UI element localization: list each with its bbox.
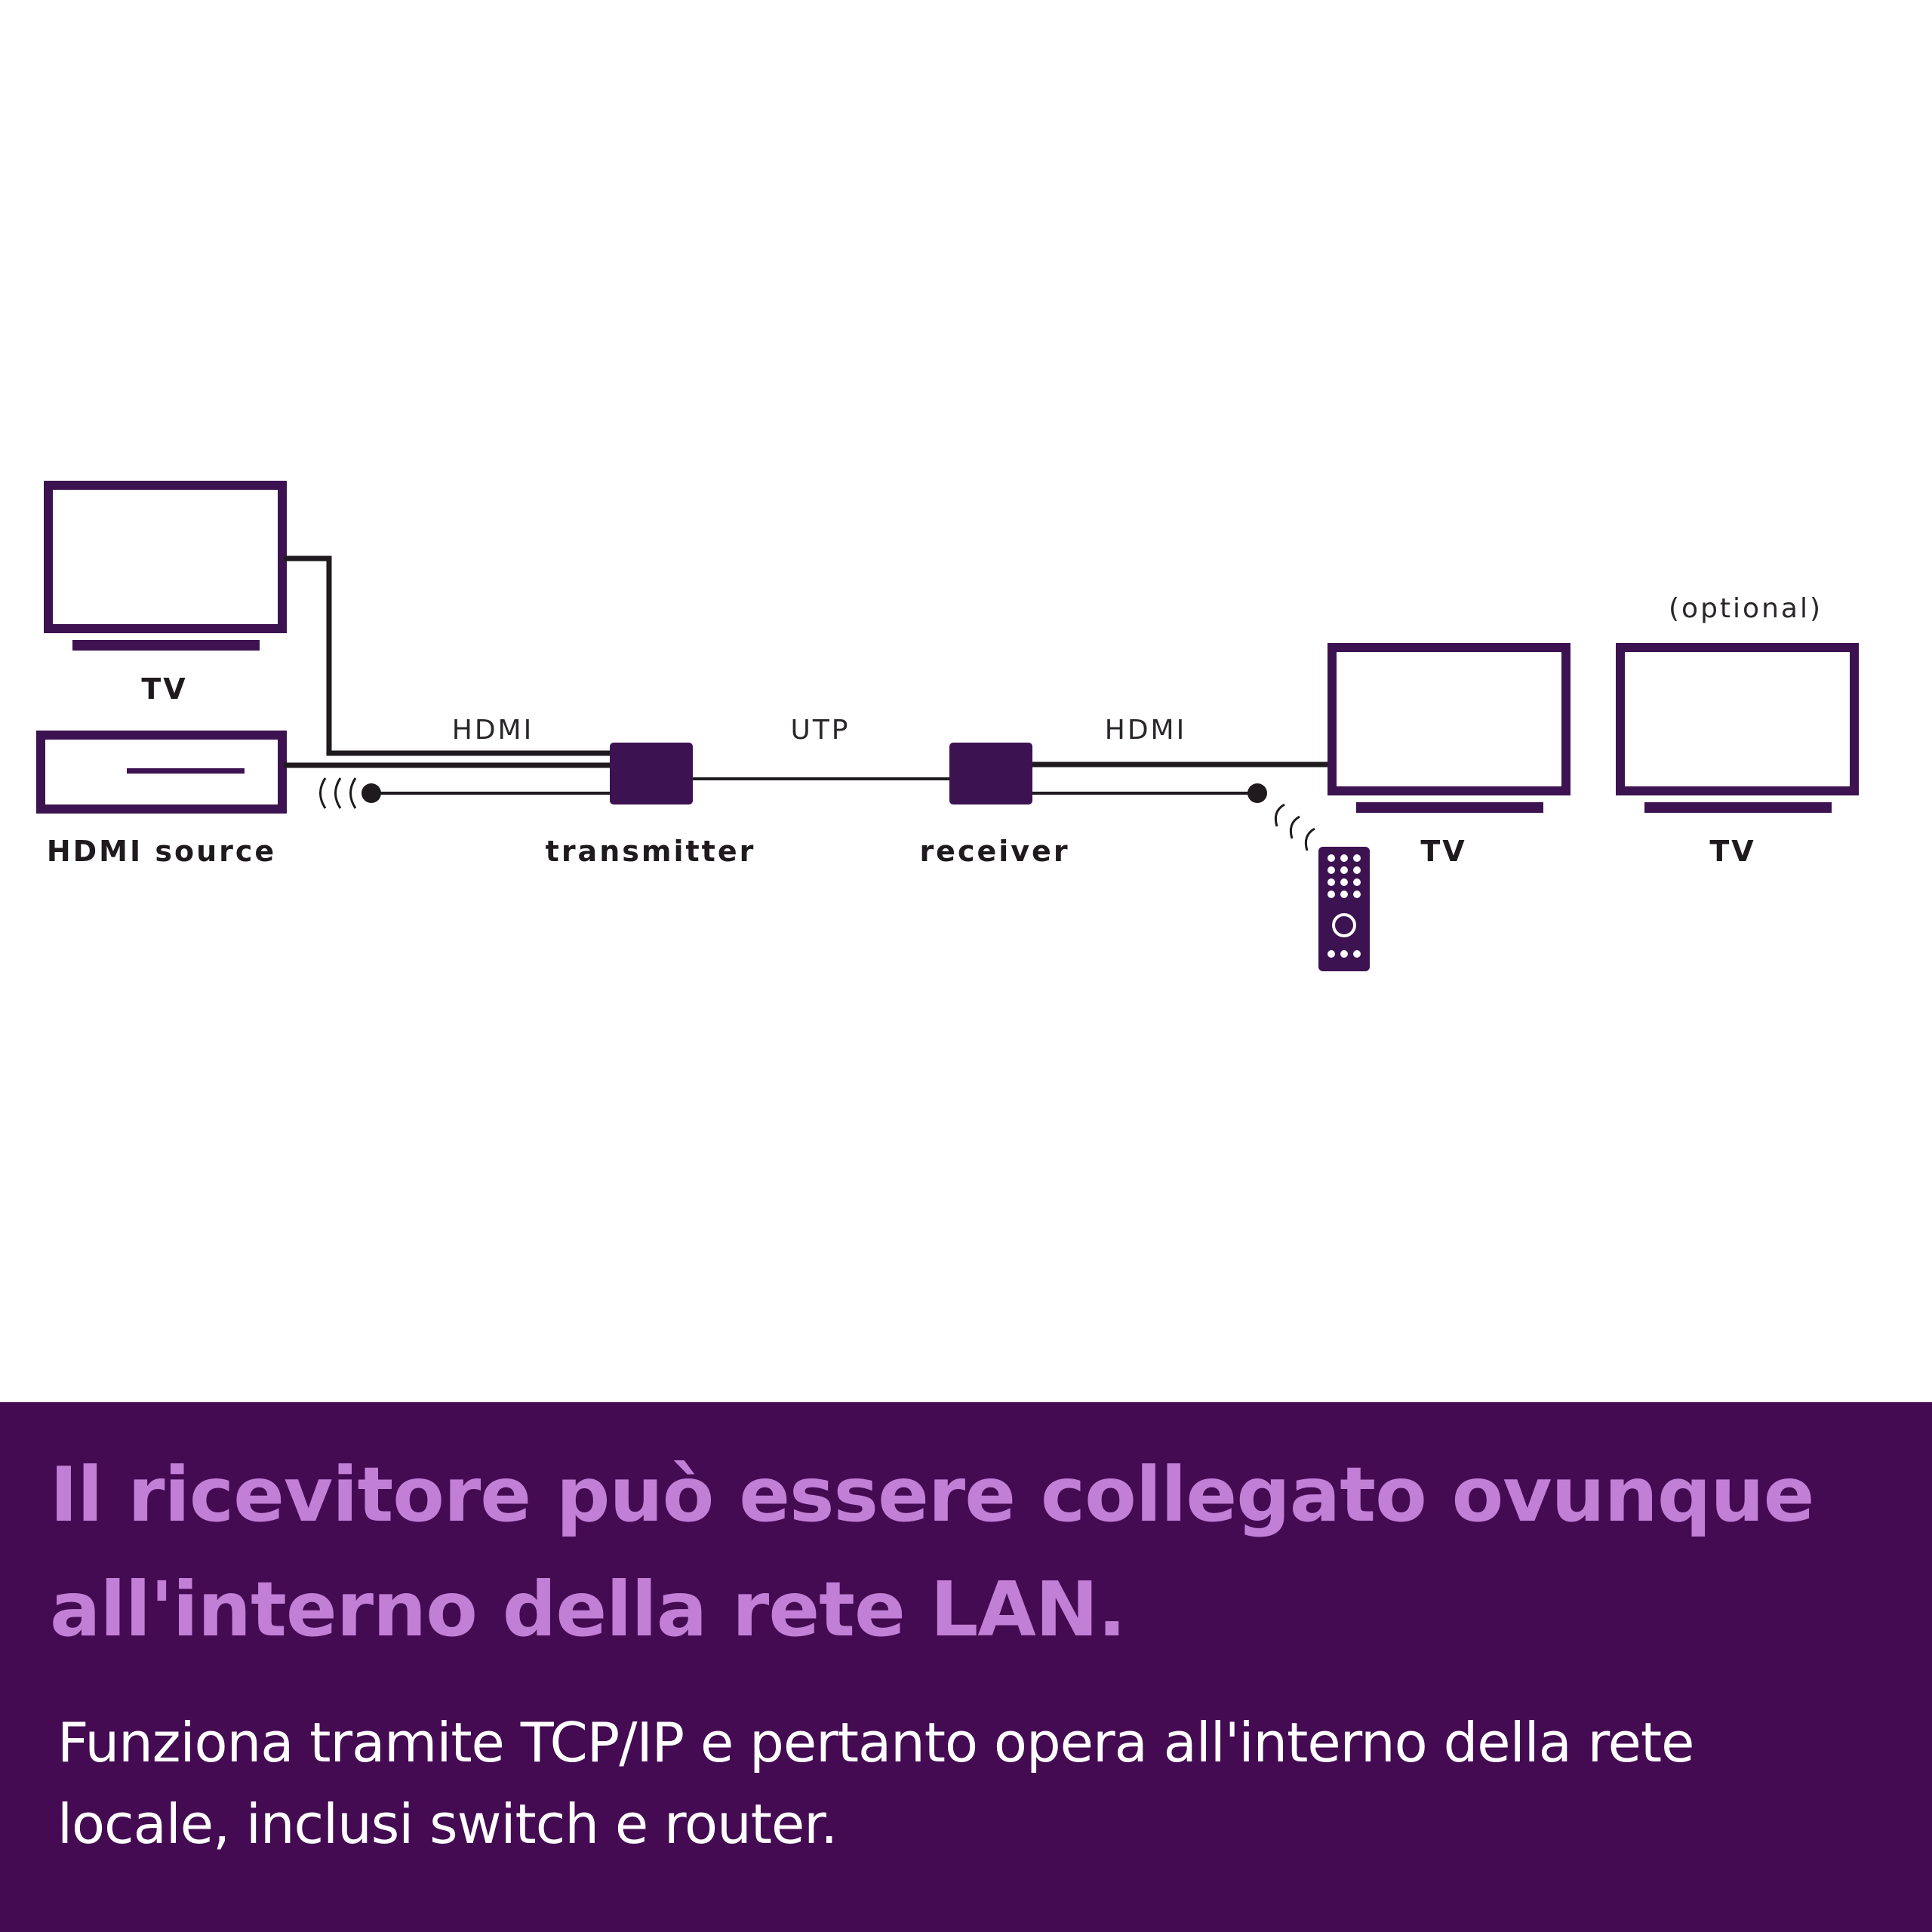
banner-subtext: Funziona tramite TCP/IP e pertanto opera… — [57, 1711, 1694, 1856]
source-tv-icon — [44, 481, 287, 651]
hdmi-cable-tv-to-transmitter — [284, 555, 611, 756]
optional-tv-icon — [1616, 643, 1859, 813]
info-banner — [0, 1402, 1932, 1932]
main-tv-icon — [1327, 643, 1571, 813]
transmitter-icon — [610, 743, 693, 804]
optional-label: (optional) — [1669, 593, 1823, 624]
banner-headline: Il ricevitore può essere collegato ovunq… — [50, 1451, 1814, 1654]
cables — [284, 555, 1330, 795]
hdmi-source-box-icon — [36, 731, 287, 814]
transmitter-label: transmitter — [546, 835, 756, 868]
remote-control-icon — [1318, 847, 1370, 971]
ir-emitter-left-icon — [319, 777, 381, 809]
receiver-label: receiver — [919, 835, 1069, 868]
hdmi-source-label: HDMI source — [47, 835, 276, 868]
ir-sensor-right-icon — [1247, 783, 1315, 851]
connection-diagram: TV HDMI source HDMI UTP HDMI transmitter… — [36, 481, 1859, 971]
optional-tv-label: TV — [1709, 835, 1755, 868]
utp-label: UTP — [790, 715, 850, 746]
main-tv-label: TV — [1420, 835, 1466, 868]
hdmi-right-label: HDMI — [1105, 715, 1186, 746]
hdmi-left-label: HDMI — [452, 715, 534, 746]
source-tv-label: TV — [141, 672, 187, 706]
receiver-icon — [949, 743, 1032, 804]
